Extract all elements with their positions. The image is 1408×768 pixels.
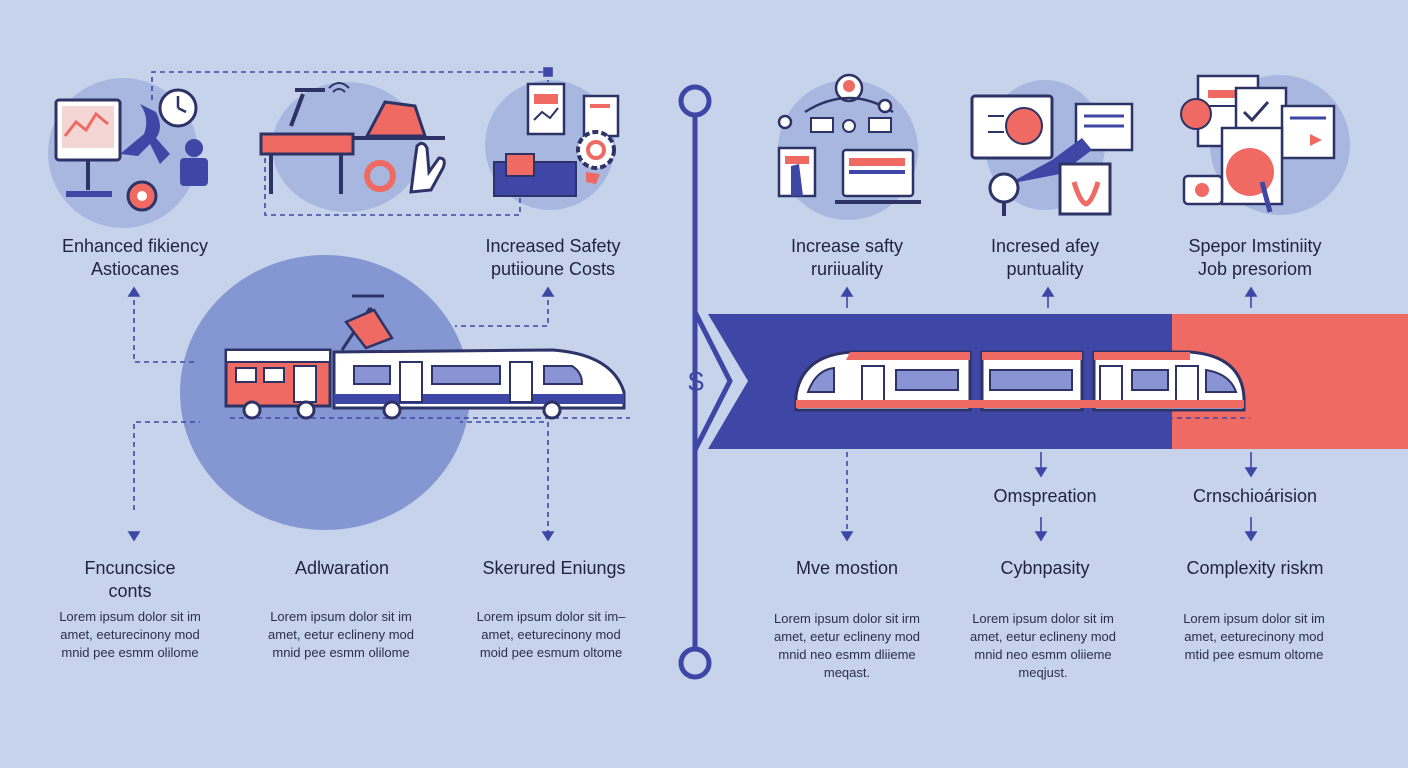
text-line: moid pee esmum oltome <box>479 645 623 660</box>
text-line: amet, eetur eclineny mod <box>268 627 414 642</box>
label-enhanced-efficiency: Enhanced fikiency Astiocanes <box>30 235 240 281</box>
network-laptop-icon <box>777 73 921 204</box>
text-line: meqjust. <box>1018 665 1068 680</box>
text-line: meqast. <box>823 665 871 680</box>
text-line: amet, eeturecinony mod <box>60 627 200 642</box>
train-right-icon <box>794 350 1246 412</box>
text-line: Lorem ipsum dolor sit im <box>270 609 412 624</box>
label-line1: Enhanced fikiency <box>61 236 209 256</box>
bottom-left-title-1: Fncuncsice conts <box>40 557 220 603</box>
label-incresed-safety: Incresed afey puntuality <box>950 235 1140 281</box>
label-job-promotion: Spepor Imstiniity Job presoriom <box>1150 235 1360 281</box>
bottom-left-title-3: Skerured Eniungs <box>456 557 652 580</box>
documents-gear-icon <box>493 82 620 197</box>
label-line2: puntuality <box>1006 259 1084 279</box>
text-line: mnid pee esmm olilome <box>61 645 199 660</box>
robot-arm-helmet-icon <box>259 82 446 194</box>
bottom-right-title-2: Cybnpasity <box>1000 558 1090 578</box>
bottom-right-title-1: Mve mostion <box>795 558 899 578</box>
title-line1: Adlwaration <box>294 558 390 578</box>
bottom-left-text-2: Lorem ipsum dolor sit im amet, eetur ecl… <box>248 608 434 662</box>
label-line2: Job presoriom <box>1197 259 1313 279</box>
text-line: Lorem ipsum dolor sit im <box>1183 611 1325 626</box>
text-line: Lorem ipsum dolor sit im– <box>476 609 626 624</box>
dashboard-clock-icon <box>54 88 208 212</box>
text-line: Lorem ipsum dolor sit im <box>59 609 201 624</box>
title-line1: Skerured Eniungs <box>482 558 626 578</box>
bottom-left-text-3: Lorem ipsum dolor sit im– amet, eetureci… <box>458 608 644 662</box>
label-crnschioarision: Crnschioárision <box>1192 486 1318 506</box>
text-line: mtid pee esmum oltome <box>1184 647 1324 662</box>
bottom-left-title-2: Adlwaration <box>252 557 432 580</box>
label-line1: Increase safty <box>790 236 904 256</box>
text-line: mnid neo esmm dliieme <box>778 647 916 662</box>
bottom-right-text-3: Lorem ipsum dolor sit im amet, eeturecin… <box>1156 610 1352 664</box>
label-omspreation: Omspreation <box>993 486 1097 506</box>
label-line1: Incresed afey <box>990 236 1100 256</box>
text-line: Lorem ipsum dolor sit im <box>972 611 1114 626</box>
text-line: mnid neo esmm oliieme <box>974 647 1112 662</box>
currency-symbol: $ <box>688 366 704 397</box>
bottom-right-text-1: Lorem ipsum dolor sit irm amet, eetur ec… <box>750 610 944 682</box>
monitor-target-icon <box>970 94 1134 216</box>
label-line2: putiioune Costs <box>490 259 616 279</box>
bottom-right-title-3: Complexity riskm <box>1186 558 1324 578</box>
label-line2: ruriiuality <box>810 259 884 279</box>
text-line: mnid pee esmm olilome <box>272 645 410 660</box>
text-line: Lorem ipsum dolor sit irm <box>774 611 920 626</box>
text-line: amet, eetur eclineny mod <box>970 629 1116 644</box>
bottom-right-text-2: Lorem ipsum dolor sit im amet, eetur ecl… <box>946 610 1140 682</box>
documents-folder-icon <box>1180 74 1336 213</box>
label-increase-safety: Increase safty ruriiuality <box>752 235 942 281</box>
title-line1: Fncuncsice <box>84 558 176 578</box>
text-line: amet, eetur eclineny mod <box>774 629 920 644</box>
title-line2: conts <box>108 581 152 601</box>
text-line: amet, eeturecinony mod <box>481 627 621 642</box>
text-line: amet, eeturecinony mod <box>1184 629 1324 644</box>
bottom-left-text-1: Lorem ipsum dolor sit im amet, eeturecin… <box>40 608 220 662</box>
label-increased-safety: Increased Safety putiioune Costs <box>448 235 658 281</box>
label-line1: Increased Safety <box>485 236 621 256</box>
label-line2: Astiocanes <box>90 259 180 279</box>
label-line1: Spepor Imstiniity <box>1188 236 1322 256</box>
tram-left-icon <box>224 294 626 420</box>
